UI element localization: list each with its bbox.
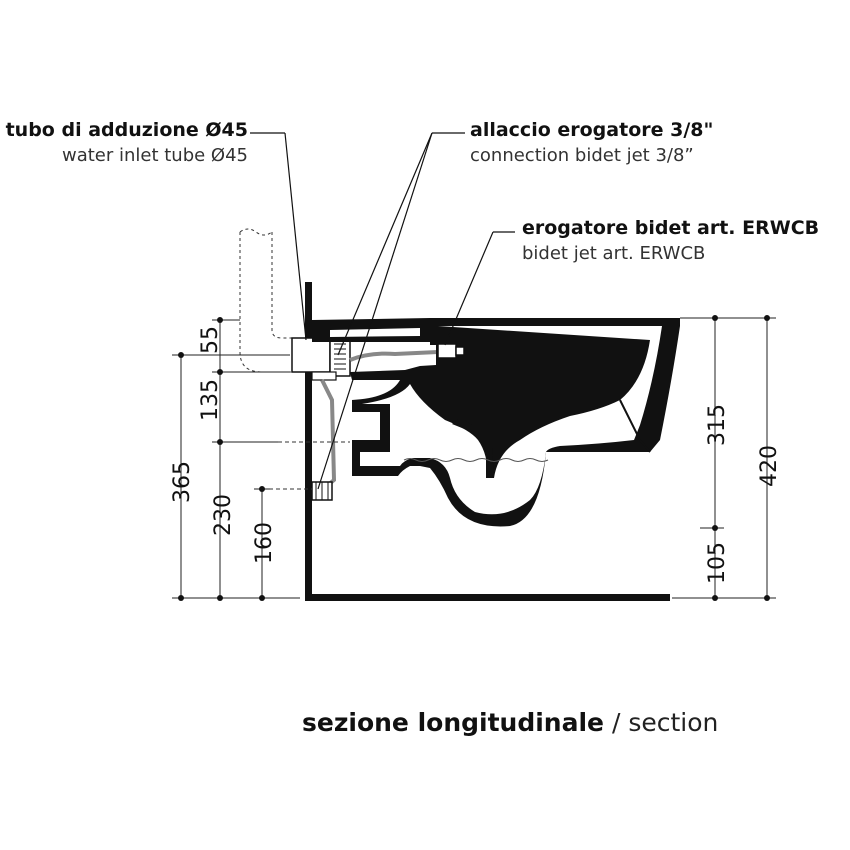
leader-lines xyxy=(250,132,515,490)
bidet-jet xyxy=(437,343,465,359)
toilet-body xyxy=(312,318,680,527)
label-connection-it: allaccio erogatore 3/8" xyxy=(470,119,713,141)
dim-105: 105 xyxy=(705,542,730,584)
left-dimensions xyxy=(172,317,300,601)
right-dimensions xyxy=(672,315,776,601)
label-inlet-it: tubo di adduzione Ø45 xyxy=(6,119,248,141)
dim-135: 135 xyxy=(198,379,223,421)
connection-fittings xyxy=(291,337,351,381)
inlet-pipe-dashed xyxy=(239,228,292,373)
caption-sub: section xyxy=(628,708,718,737)
label-inlet-en: water inlet tube Ø45 xyxy=(62,145,248,166)
caption-separator: / xyxy=(604,708,628,737)
dim-315: 315 xyxy=(705,404,730,446)
label-jet-en: bidet jet art. ERWCB xyxy=(522,243,705,264)
wall-and-floor xyxy=(305,282,670,601)
label-connection-en: connection bidet jet 3/8” xyxy=(470,145,694,166)
caption: sezione longitudinale / section xyxy=(302,708,718,737)
label-jet-it: erogatore bidet art. ERWCB xyxy=(522,217,819,239)
caption-main: sezione longitudinale xyxy=(302,708,604,737)
dim-55: 55 xyxy=(198,326,223,354)
dim-160: 160 xyxy=(252,522,277,564)
dim-420: 420 xyxy=(757,445,782,487)
dim-365: 365 xyxy=(170,461,195,503)
angle-valve xyxy=(311,481,333,501)
dim-230: 230 xyxy=(211,494,236,536)
